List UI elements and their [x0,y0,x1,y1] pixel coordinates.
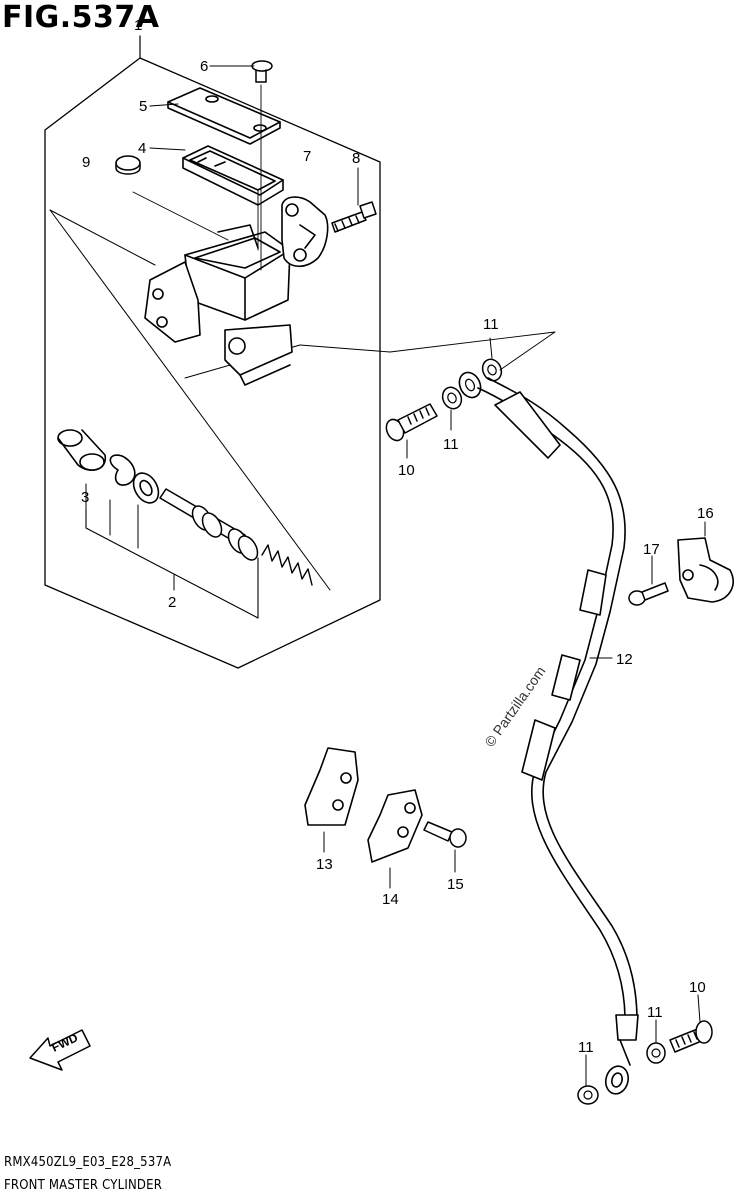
callout-11-top-right: 11 [483,316,499,333]
callout-10-bottom: 10 [689,979,706,996]
callout-11-bottom-left: 11 [578,1039,594,1056]
union-bolt-bottom-part [669,1020,713,1053]
brake-hose-part [477,377,639,1095]
fwd-arrow-icon: FWD [29,1029,91,1071]
assembly-group-outline [44,57,381,669]
holder-bolt-part [331,201,377,233]
callout-15: 15 [447,876,464,893]
guard-left-part [304,747,359,826]
callout-7: 7 [303,148,311,165]
callout-8: 8 [352,150,360,167]
callout-13: 13 [316,856,333,873]
callout-17: 17 [643,541,660,558]
spring-part [261,544,313,586]
callout-16: 16 [697,505,714,522]
callout-5: 5 [139,98,147,115]
plug-part [115,155,141,175]
callout-14: 14 [382,891,399,908]
callout-4: 4 [138,140,146,157]
reservoir-cap-part [167,87,281,145]
callout-9: 9 [82,154,90,171]
callout-labels: 1 2 3 4 5 6 7 8 9 10 11 11 12 13 14 15 1… [81,17,714,1056]
piston-part [159,488,259,561]
callout-6: 6 [200,58,208,75]
cap-screw-part [251,60,273,83]
callout-10-top: 10 [398,462,415,479]
hose-clamp-part [677,537,734,603]
section-name: FRONT MASTER CYLINDER [4,1178,163,1193]
leader-lines [85,65,706,1086]
circlip-part [109,454,136,486]
clamp-bolt-part [628,582,669,606]
callout-1: 1 [134,17,142,34]
guard-bolt-part [423,821,467,848]
callout-3: 3 [81,489,89,506]
boot-part [57,429,106,471]
model-code: RMX450ZL9_E03_E28_537A [4,1155,172,1170]
callout-2: 2 [168,594,176,611]
callout-11-top-left: 11 [443,436,459,453]
washer-part [132,472,160,504]
union-bolt-top-part [385,403,438,442]
diaphragm-part [182,145,284,206]
guard-right-part [367,789,423,863]
figure-title: FIG.537A [2,0,160,35]
master-cylinder-body [144,224,293,386]
callout-12: 12 [616,651,633,668]
callout-11-bottom-right: 11 [647,1004,663,1021]
holder-part [281,196,329,268]
